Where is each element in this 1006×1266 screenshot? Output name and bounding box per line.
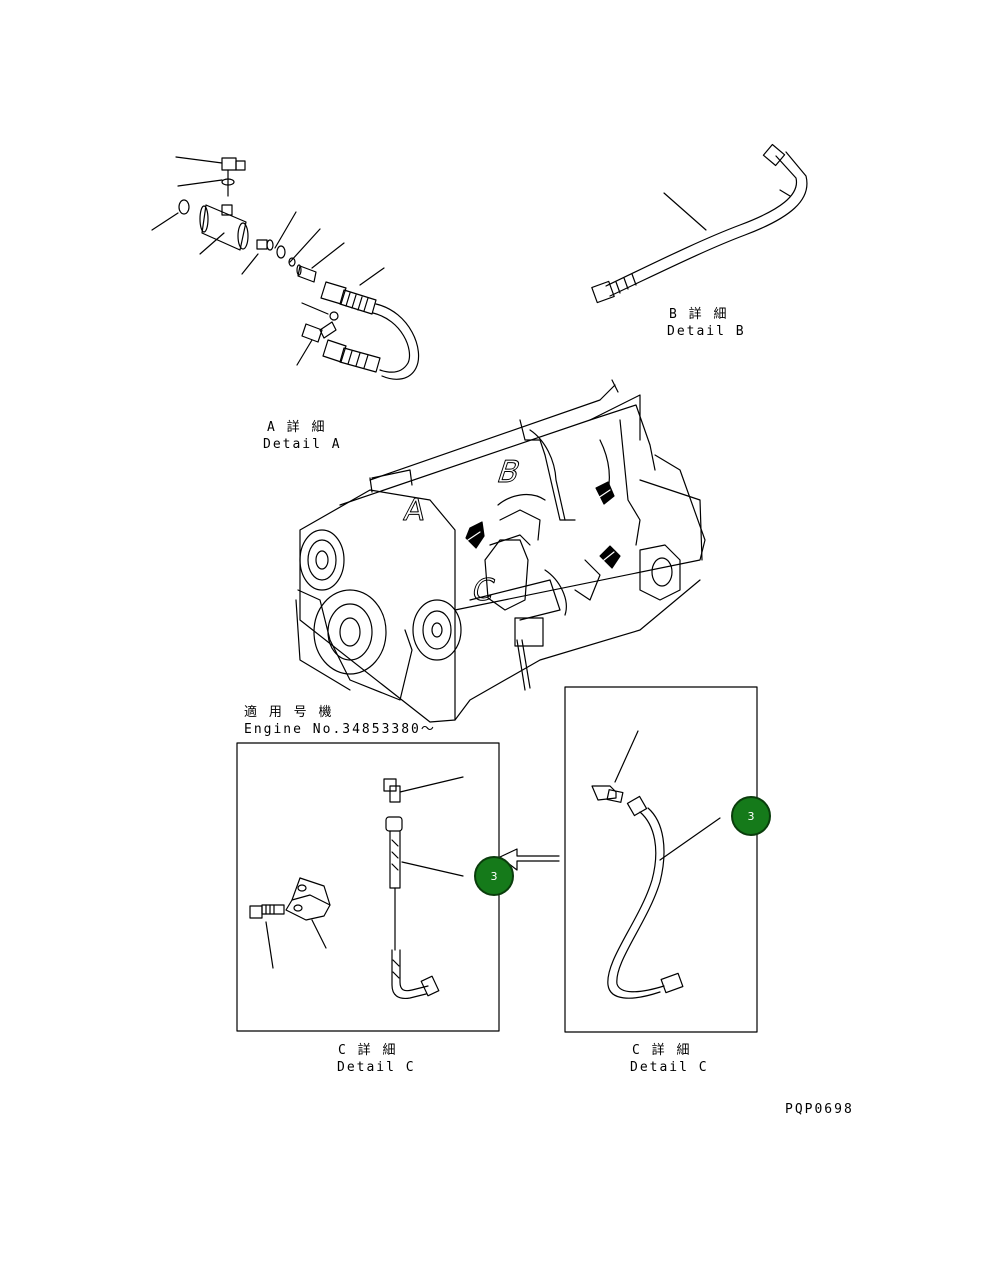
applicable-title-jp: 適 用 号 機 [244,705,334,720]
detail-b-title-jp: B 詳 細 [669,307,729,322]
detail-c-right-frame [564,686,758,1033]
part-callout-3-right[interactable]: 3 [731,796,771,836]
detail-a-parts [151,156,420,380]
part-callout-3-left[interactable]: 3 [474,856,514,896]
engine-number: Engine No.34853380～ [244,722,436,737]
engine-letter-a: A [402,493,428,528]
detail-c-left-title-en: Detail C [337,1060,416,1075]
drawing-code: PQP0698 [785,1102,854,1117]
detail-a-title-jp: A 詳 細 [267,420,327,435]
detail-c-right-title-en: Detail C [630,1060,709,1075]
detail-c-left-title-jp: C 詳 細 [338,1043,398,1058]
detail-c-left-frame [236,742,500,1032]
engine-letter-b: B [493,455,525,490]
detail-a-title-en: Detail A [263,437,342,452]
engine-assembly [295,379,706,723]
detail-c-right-title-jp: C 詳 細 [632,1043,692,1058]
detail-b-title-en: Detail B [667,324,746,339]
detail-b-hose [591,143,808,304]
